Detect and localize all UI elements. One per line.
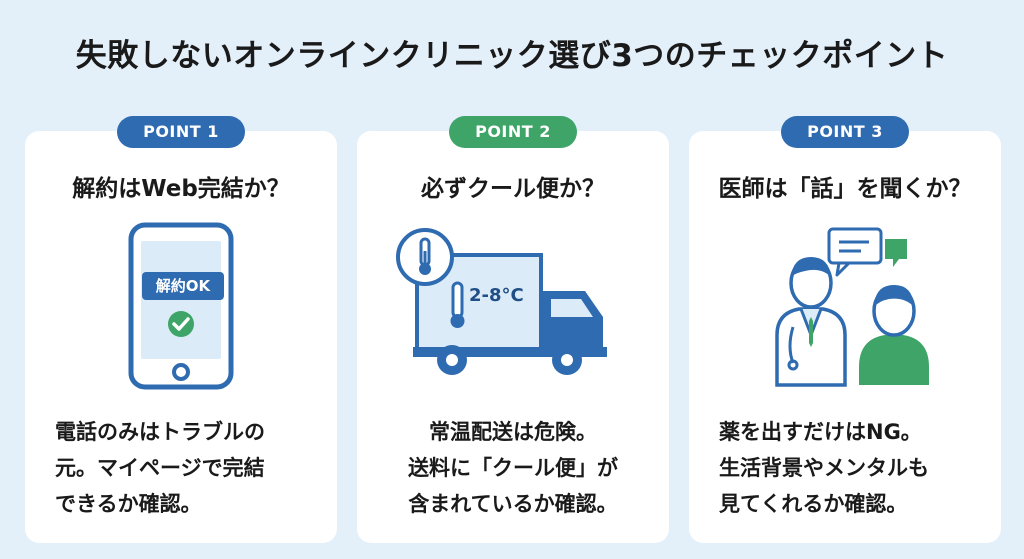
point-description-1: 電話のみはトラブルの 元。マイページで完結 できるか確認。 (55, 414, 323, 522)
description-line: 電話のみはトラブルの (55, 420, 265, 444)
point-badge-3: POINT 3 (781, 116, 909, 148)
description-line: 常温配送は危険。 (429, 420, 597, 444)
description-line: 薬を出すだけはNG。 (719, 420, 922, 444)
point-heading-3: 医師は「話」を聞くか？ (718, 176, 972, 202)
point-card-1: POINT 1 解約はWeb完結か？ 解約OK 電話のみはトラブルの 元。マイペ… (25, 116, 337, 543)
point-card-3: POINT 3 医師は「話」を聞くか？ 薬を出すだけはNG。 生活背景やメンタル… (689, 116, 1001, 543)
point-badge-1: POINT 1 (117, 116, 245, 148)
description-line: 見てくれるか確認。 (719, 492, 908, 516)
point-card-2: POINT 2 必ずクール便か？ 2-8°C 常温配送は危険。 送料に「クール便… (357, 116, 669, 543)
description-line: 送料に「クール便」が (408, 456, 618, 480)
temperature-label: 2-8°C (469, 285, 524, 306)
point-heading-2: 必ずクール便か？ (421, 176, 605, 202)
point-heading-1: 解約はWeb完結か？ (72, 176, 290, 202)
page-title: 失敗しないオンラインクリニック選び3つのチェックポイント (75, 38, 949, 74)
description-line: 元。マイページで完結 (55, 456, 265, 480)
cancel-ok-label: 解約OK (142, 272, 224, 300)
point-description-2: 常温配送は危険。 送料に「クール便」が 含まれているか確認。 (372, 414, 654, 522)
smartphone-check-icon (128, 222, 234, 390)
point-badge-2: POINT 2 (449, 116, 577, 148)
refrigerated-truck-icon (396, 228, 607, 375)
doctor-consultation-icon (775, 227, 929, 387)
description-line: 含まれているか確認。 (408, 492, 618, 516)
description-line: 生活背景やメンタルも (719, 456, 929, 480)
point-description-3: 薬を出すだけはNG。 生活背景やメンタルも 見てくれるか確認。 (719, 414, 987, 522)
description-line: できるか確認。 (55, 492, 202, 516)
